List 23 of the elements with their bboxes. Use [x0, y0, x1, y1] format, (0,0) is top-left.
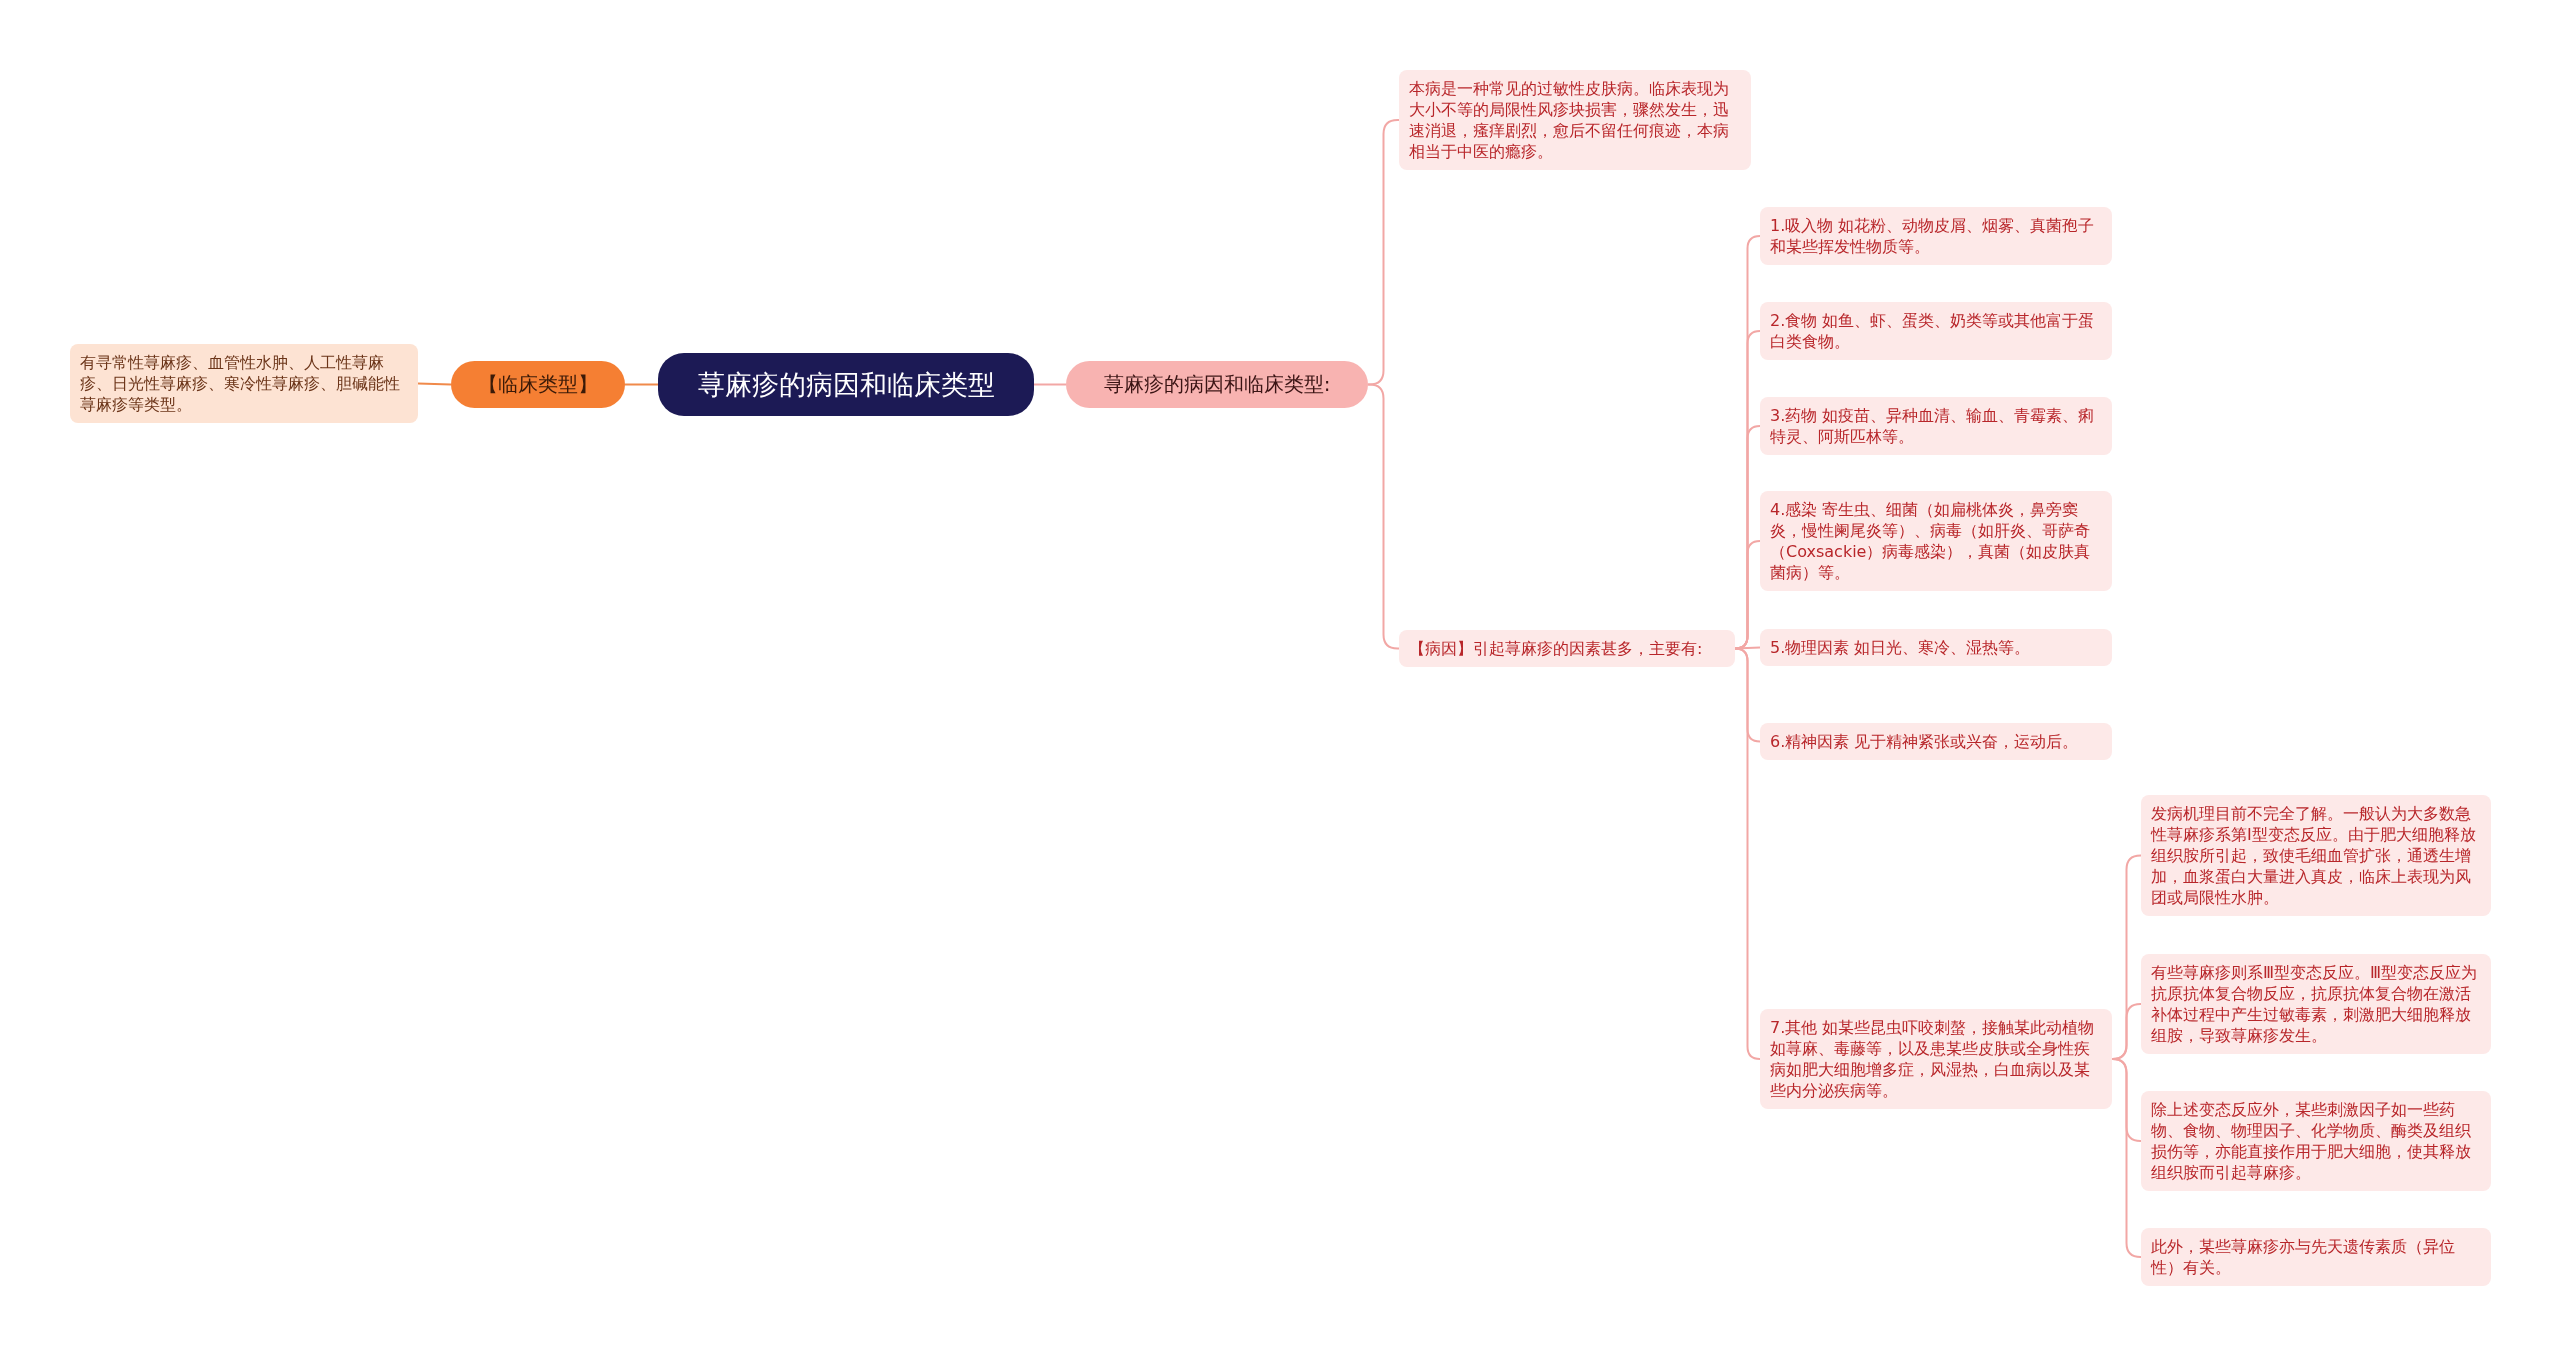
connector-line [1033, 383, 1067, 386]
connector-line [2111, 1058, 2142, 1258]
text-card: 有寻常性荨麻疹、血管性水肿、人工性荨麻疹、日光性荨麻疹、寒冷性荨麻疹、胆碱能性荨麻疹等类型。 [70, 344, 418, 423]
text-card: 除上述变态反应外，某些刺激因子如一些药物、食物、物理因子、化学物质、酶类及组织损伤等，亦能直接作用于肥大细胞，使其释放组织胺而引起荨麻疹。 [2141, 1091, 2491, 1191]
text-card: 5.物理因素 如日光、寒冷、湿热等。 [1760, 629, 2112, 666]
connector-line [1367, 383, 1400, 650]
connector-line [417, 382, 452, 386]
text-card: 4.感染 寄生虫、细菌（如扁桃体炎，鼻旁窦炎，慢性阑尾炎等）、病毒（如肝炎、哥萨奇（Coxsackie）病毒感染），真菌（如皮肤真菌病）等。 [1760, 491, 2112, 591]
branch-topic: 【临床类型】 [451, 361, 625, 408]
text-card: 7.其他 如某些昆虫吓咬刺螯，接触某此动植物如荨麻、毒藤等，以及患某些皮肤或全身性疾病如肥大细胞增多症，风湿热，白血病以及某些内分泌疾病等。 [1760, 1009, 2112, 1109]
text-card: 2.食物 如鱼、虾、蛋类、奶类等或其他富于蛋白类食物。 [1760, 302, 2112, 360]
text-card: 此外，某些荨麻疹亦与先天遗传素质（异位性）有关。 [2141, 1228, 2491, 1286]
branch-topic: 荨麻疹的病因和临床类型: [1066, 361, 1368, 408]
text-card: 3.药物 如疫苗、异种血清、输血、青霉素、痢特灵、阿斯匹林等。 [1760, 397, 2112, 455]
text-card: 6.精神因素 见于精神紧张或兴奋，运动后。 [1760, 723, 2112, 760]
text-card: 发病机理目前不完全了解。一般认为大多数急性荨麻疹系第Ⅰ型变态反应。由于肥大细胞释放组织胺所引起，致使毛细血管扩张，通透生增加，血浆蛋白大量进入真皮，临床上表现为风团或局限性水肿。 [2141, 795, 2491, 916]
text-card: 有些荨麻疹则系Ⅲ型变态反应。Ⅲ型变态反应为抗原抗体复合物反应，抗原抗体复合物在激活补体过程中产生过敏毒素，刺激肥大细胞释放组胺，导致荨麻疹发生。 [2141, 954, 2491, 1054]
connector-line [1367, 119, 1400, 386]
text-card: 【病因】引起荨麻疹的因素甚多，主要有: [1399, 630, 1735, 667]
connector-line [624, 383, 659, 386]
central-topic: 荨麻疹的病因和临床类型 [658, 353, 1034, 416]
text-card: 1.吸入物 如花粉、动物皮屑、烟雾、真菌孢子和某些挥发性物质等。 [1760, 207, 2112, 265]
text-card: 本病是一种常见的过敏性皮肤病。临床表现为大小不等的局限性风疹块损害，骤然发生，迅速消退，瘙痒剧烈，愈后不留任何痕迹，本病相当于中医的瘾疹。 [1399, 70, 1751, 170]
